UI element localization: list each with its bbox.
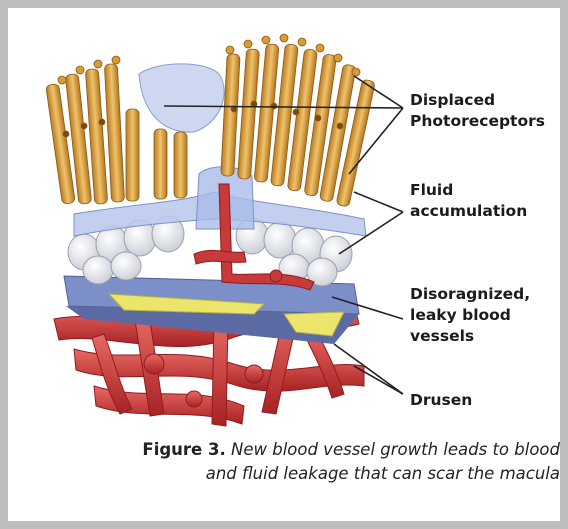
figure-caption: Figure 3. New blood vessel growth leads … [8,438,560,461]
label-leaky-vessels: Disoragnized, leaky blood vessels [410,284,530,347]
label-drusen: Drusen [410,390,472,411]
fluid-blister [139,64,224,132]
caption-line-1: New blood vessel growth leads to blood [231,440,560,459]
retina-illustration [14,14,414,434]
figure-number: Figure 3. [142,440,225,459]
caption-line-2: and fluid leakage that can scar the macu… [8,462,560,485]
label-fluid-accumulation: Fluid accumulation [410,180,527,222]
label-displaced-photoreceptors: Displaced Photoreceptors [410,90,545,132]
